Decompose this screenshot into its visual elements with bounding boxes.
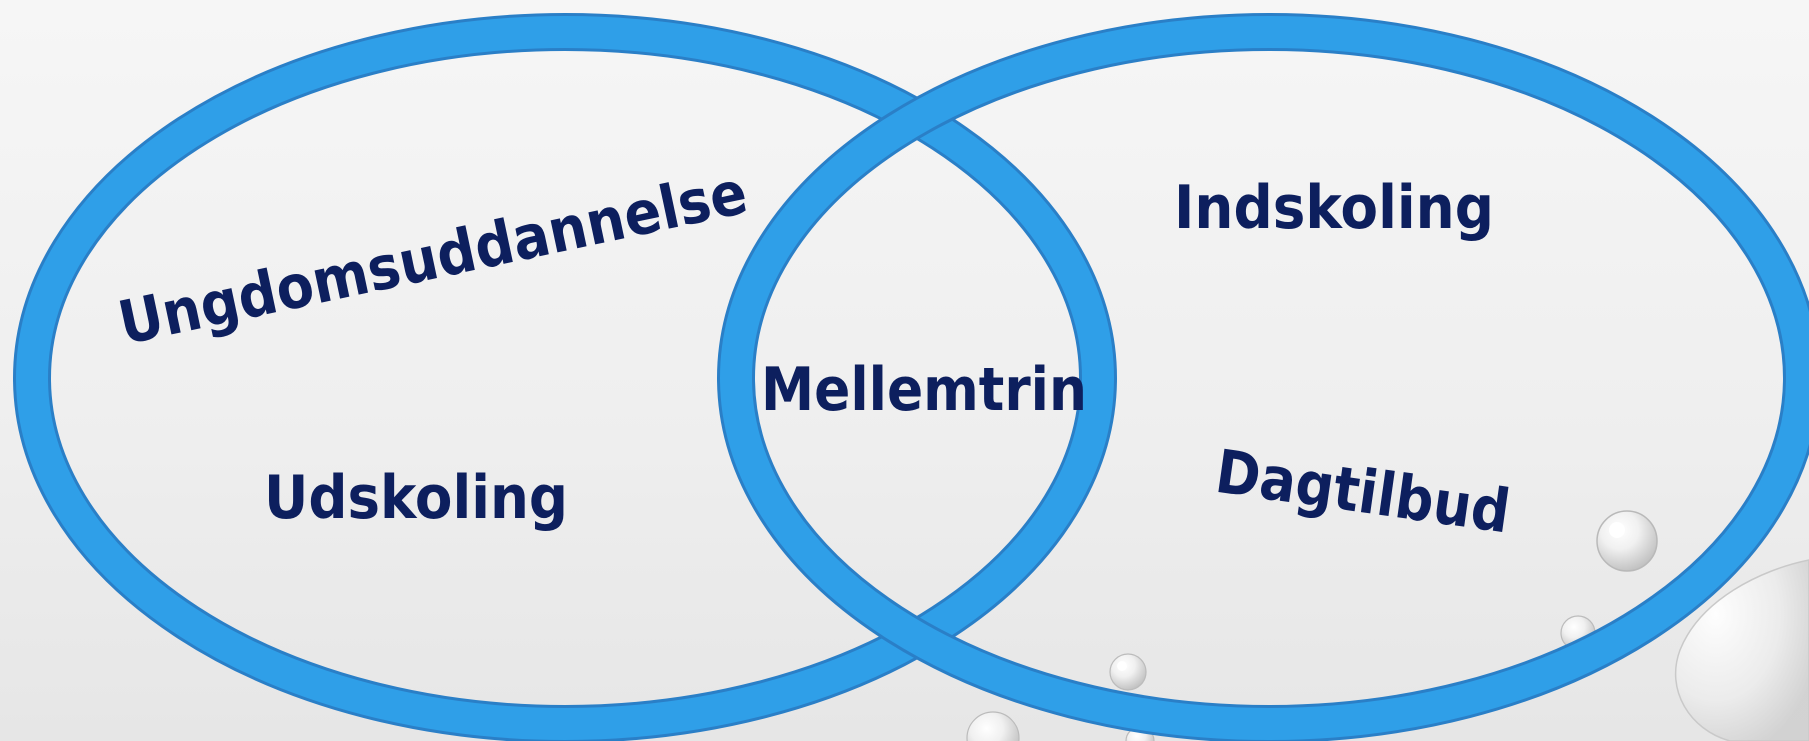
label-indskoling: Indskoling xyxy=(1174,173,1494,243)
left-ring-fill xyxy=(16,16,1114,740)
droplet-highlight xyxy=(1117,661,1127,671)
droplet xyxy=(966,711,1020,741)
large-droplet xyxy=(1674,559,1809,741)
label-dagtilbud: Dagtilbud xyxy=(1211,437,1514,548)
right-ring-fill xyxy=(720,16,1809,740)
droplet xyxy=(1596,510,1658,572)
label-mellemtrin: Mellemtrin xyxy=(761,355,1087,425)
droplet-highlight xyxy=(1609,522,1625,538)
droplet xyxy=(1109,653,1147,691)
label-ungdomsuddannelse: Ungdomsuddannelse xyxy=(113,158,754,360)
water-droplets xyxy=(966,510,1809,741)
label-udskoling: Udskoling xyxy=(264,463,568,533)
